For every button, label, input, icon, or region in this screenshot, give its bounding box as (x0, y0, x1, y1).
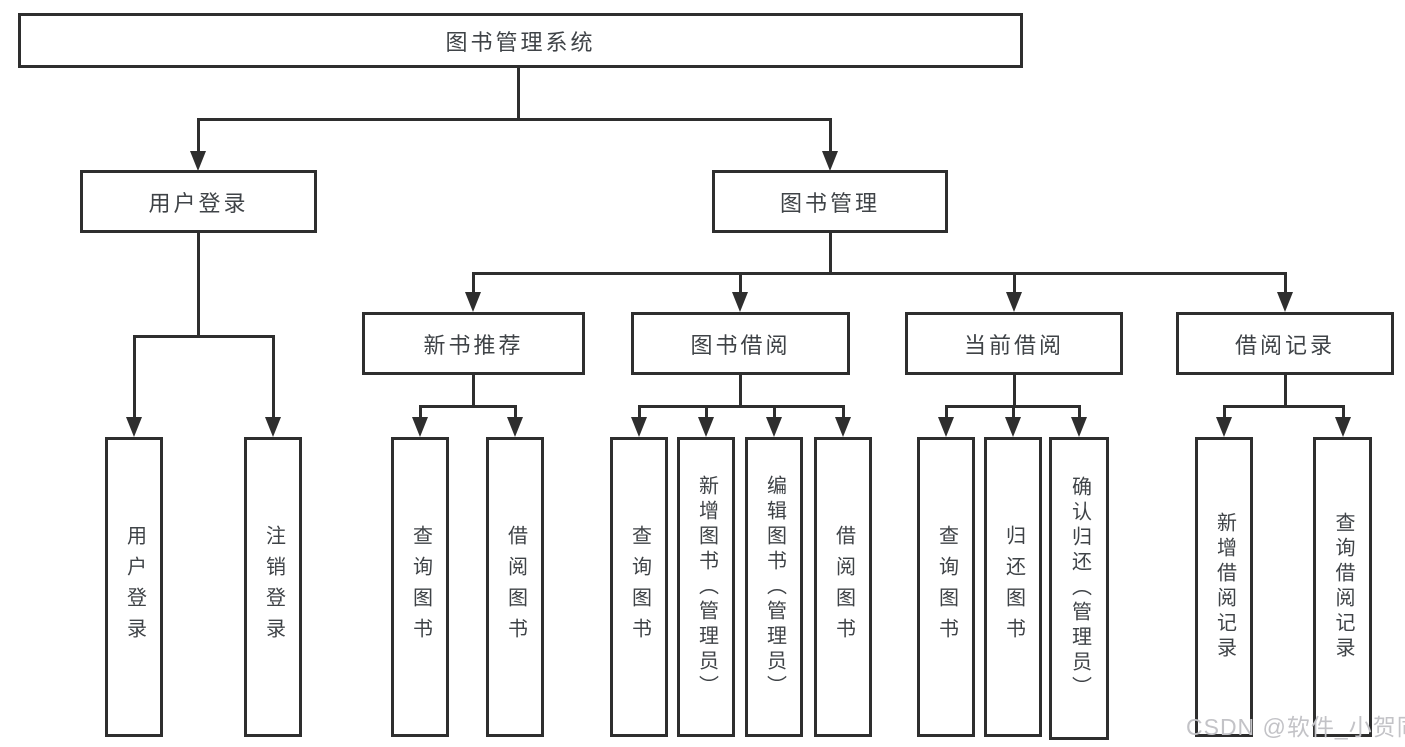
node-book-management: 图书管理 (712, 170, 948, 233)
leaf-bb-query-books: 查询图书 (610, 437, 668, 737)
connector-drop (1342, 405, 1345, 419)
arrowhead-icon (732, 292, 748, 312)
connector-drop (419, 405, 422, 419)
node-label: 编辑图书（管理员） (763, 474, 786, 700)
connector-drop (1078, 405, 1081, 419)
node-label: 归还图书 (1002, 525, 1025, 649)
connector-book-borrow-stem (739, 375, 742, 408)
leaf-user-login: 用户登录 (105, 437, 163, 737)
connector-user-login-branch (133, 335, 275, 338)
leaf-bb-edit-books-admin: 编辑图书（管理员） (745, 437, 803, 737)
arrowhead-icon (412, 417, 428, 437)
arrowhead-icon (835, 417, 851, 437)
node-label: 图书管理 (779, 190, 880, 216)
node-label: 查询图书 (628, 525, 651, 649)
arrowhead-icon (1335, 417, 1351, 437)
arrowhead-icon (938, 417, 954, 437)
connector-root-stem (517, 68, 520, 119)
arrowhead-icon (1216, 417, 1232, 437)
node-library-management-system: 图书管理系统 (18, 13, 1023, 68)
node-borrow-records: 借阅记录 (1176, 312, 1394, 375)
node-new-book-recommend: 新书推荐 (362, 312, 585, 375)
node-user-login: 用户登录 (80, 170, 317, 233)
node-label: 借阅图书 (504, 525, 527, 649)
arrowhead-icon (1006, 292, 1022, 312)
arrowhead-icon (1277, 292, 1293, 312)
arrowhead-icon (190, 151, 206, 171)
connector-borrow-records-branch (1223, 405, 1344, 408)
csdn-watermark: CSDN @软件_小贺同学 (1186, 714, 1405, 740)
node-label: 查询借阅记录 (1332, 512, 1354, 662)
arrowhead-icon (698, 417, 714, 437)
node-label: 用户登录 (148, 190, 249, 216)
node-label: 查询图书 (409, 525, 432, 649)
connector-drop (773, 405, 776, 419)
leaf-br-add-record: 新增借阅记录 (1195, 437, 1253, 737)
node-label: 用户登录 (123, 525, 146, 649)
arrowhead-icon (1071, 417, 1087, 437)
connector-book-mgmt-stem (829, 233, 832, 275)
node-book-borrowing: 图书借阅 (631, 312, 850, 375)
leaf-cb-return-books: 归还图书 (984, 437, 1042, 737)
leaf-nbr-query-books: 查询图书 (391, 437, 449, 737)
node-label: 图书管理系统 (445, 29, 596, 55)
connector-drop-user-login (197, 118, 200, 154)
node-label: 当前借阅 (963, 332, 1064, 358)
arrowhead-icon (822, 151, 838, 171)
connector-new-book-rec-stem (472, 375, 475, 408)
node-label: 注销登录 (262, 525, 285, 649)
leaf-cb-query-books: 查询图书 (917, 437, 975, 737)
connector-root-branch (197, 118, 832, 121)
connector-drop-leaf-user-login (133, 335, 136, 419)
node-label: 新增图书（管理员） (695, 474, 718, 700)
arrowhead-icon (465, 292, 481, 312)
leaf-nbr-borrow-books: 借阅图书 (486, 437, 544, 737)
node-label: 确认归还（管理员） (1068, 476, 1091, 701)
leaf-br-query-record: 查询借阅记录 (1313, 437, 1372, 737)
connector-book-borrow-branch (638, 405, 844, 408)
leaf-logout-login: 注销登录 (244, 437, 302, 737)
node-label: 借阅记录 (1234, 332, 1335, 358)
connector-drop-new-book-rec (472, 272, 475, 296)
connector-drop (842, 405, 845, 419)
connector-drop (1223, 405, 1226, 419)
connector-drop (705, 405, 708, 419)
connector-drop-book-borrow (739, 272, 742, 296)
connector-current-borrow-stem (1013, 375, 1016, 408)
leaf-cb-confirm-return-admin: 确认归还（管理员） (1049, 437, 1109, 740)
node-label: 借阅图书 (832, 525, 855, 649)
arrowhead-icon (265, 417, 281, 437)
connector-drop (945, 405, 948, 419)
connector-book-mgmt-branch (472, 272, 1286, 275)
connector-user-login-stem (197, 233, 200, 338)
connector-borrow-records-stem (1284, 375, 1287, 408)
node-label: 新书推荐 (423, 332, 524, 358)
node-label: 图书借阅 (690, 332, 791, 358)
arrowhead-icon (507, 417, 523, 437)
node-current-borrowing: 当前借阅 (905, 312, 1123, 375)
arrowhead-icon (1005, 417, 1021, 437)
connector-drop (1012, 405, 1015, 419)
connector-drop-borrow-records (1284, 272, 1287, 296)
connector-drop (514, 405, 517, 419)
arrowhead-icon (631, 417, 647, 437)
connector-drop-leaf-logout (272, 335, 275, 419)
connector-new-book-rec-branch (419, 405, 516, 408)
arrowhead-icon (766, 417, 782, 437)
connector-drop (638, 405, 641, 419)
node-label: 新增借阅记录 (1213, 512, 1236, 662)
leaf-bb-add-books-admin: 新增图书（管理员） (677, 437, 735, 737)
connector-drop-current-borrow (1013, 272, 1016, 296)
node-label: 查询图书 (935, 525, 958, 649)
leaf-bb-borrow-books: 借阅图书 (814, 437, 872, 737)
arrowhead-icon (126, 417, 142, 437)
connector-drop-book-mgmt (829, 118, 832, 154)
